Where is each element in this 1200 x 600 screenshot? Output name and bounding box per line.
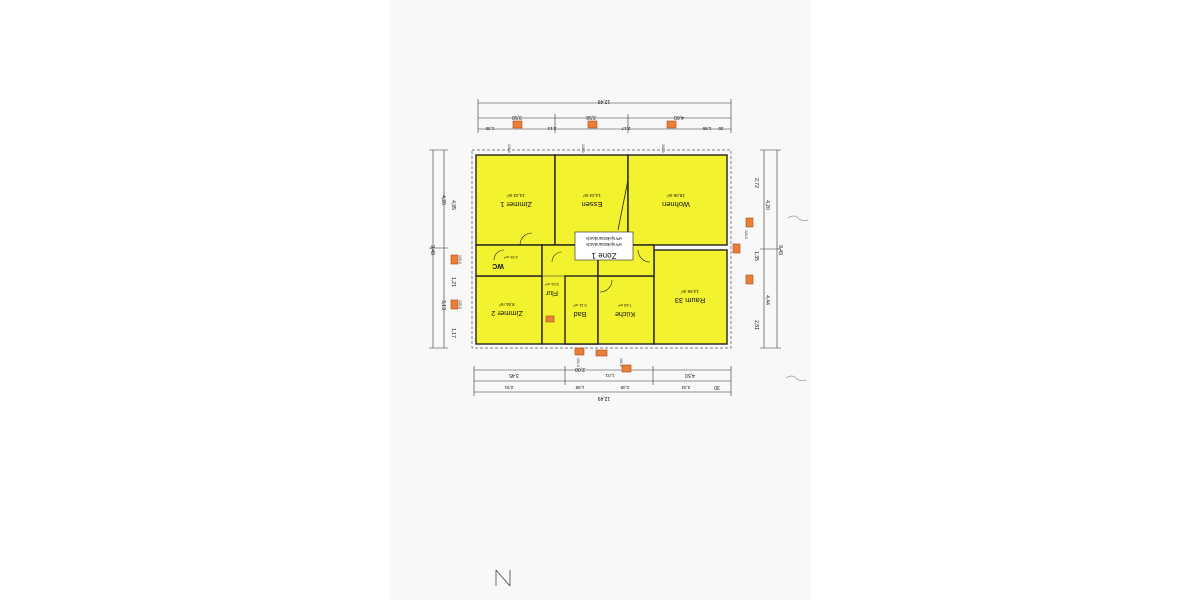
tag-top-2 [587,120,598,129]
tag-right-1 [745,217,754,228]
dim-top-small-3: 2,17 [621,126,630,131]
dim-left-seg-2: 4,20 [440,195,446,205]
dim-top-seg-3: 4,60 [674,114,684,120]
tag-top-3 [666,120,677,129]
dim-bottom-total: 12,49 [598,395,611,401]
svg-text:101,0: 101,0 [619,358,623,367]
dim-left-seg-1: 4,95 [450,200,456,210]
dim-top-seg-2: 3,56 [586,114,596,120]
tag-right-2 [732,243,741,254]
room-raum33-name: Raum 33 [675,296,705,305]
dim-right-seg-2: 2,72 [753,178,759,188]
tag-bottom-1 [574,347,585,356]
svg-text:125,0: 125,0 [458,255,462,264]
room-wc-area: 2,51 m² [504,255,518,260]
room-kueche-name: Küche [615,310,635,317]
tag-right-3 [745,274,754,285]
room-essen-name: Essen [582,200,603,209]
dim-top-small-4: 1,86 [702,126,711,131]
building-outline [471,149,732,349]
corner-mark [495,569,511,587]
room-wc-fill [475,244,543,277]
dim-top-small-1: 1,30 [485,126,494,131]
dim-bottom-small-2: 1,58 [575,385,584,390]
svg-text:101,0: 101,0 [576,358,580,367]
svg-text:120,0: 120,0 [744,230,748,239]
wall-accents [493,179,651,344]
zone-label: Zone 1 «Projektstandard» «Projektstandar… [574,231,634,261]
tag-left-2 [450,299,459,310]
zone-title: Zone 1 [591,251,616,260]
svg-text:126,0: 126,0 [581,144,585,153]
room-raum33-fill [653,249,728,345]
room-flur-area: 5,01 m² [545,282,559,287]
dimension-ticks [429,99,781,396]
room-bad-fill [564,275,599,345]
room-flur-name: Flur [545,289,558,296]
room-wohnen-fill [627,154,728,246]
dim-bottom-seg-1: 3,45 [509,372,519,378]
room-zimmer2-area: 8,91 m² [499,302,515,307]
dim-top-small-5: 30 [718,126,724,131]
room-essen-area: 14,24 m² [583,193,601,198]
room-zimmer1-area: 14,43 m² [507,193,525,198]
zone-subtitle-2: «Projektstandard» [585,236,622,241]
dim-top-total: 12,49 [598,98,611,104]
dim-left-seg-4: 1,21 [450,277,456,287]
dim-top-seg-1: 3,50 [512,114,522,120]
dim-bottom-seg-2: 2,00 [575,366,585,372]
dim-bottom-small-3: 1,01 [605,373,614,378]
dim-bottom-small-4: 2,49 [620,385,629,390]
room-wohnen-name: Wohnen [662,200,690,209]
tag-inner-1 [545,315,555,323]
dim-left-total: 9,49 [429,245,435,255]
tag-bottom-2 [595,349,608,357]
room-zimmer1-name: Zimmer 1 [500,200,532,209]
tag-left-1 [450,254,459,265]
svg-text:135,0: 135,0 [458,300,462,309]
zone-subtitle-1: «Projektstandard» [585,242,622,247]
room-bad-area: 5,11 m² [573,303,587,308]
tag-top-1 [512,120,523,129]
room-wohnen-area: 18,06 m² [667,193,685,198]
room-kueche-fill [597,275,655,345]
svg-text:201,0: 201,0 [661,144,665,153]
svg-text:130,0: 130,0 [507,144,511,153]
room-wc-name: WC [492,262,504,269]
dim-right-seg-3: 4,44 [764,295,770,305]
dim-bottom-small-5: 3,34 [681,385,690,390]
opening-tags [450,120,754,373]
room-bad-name: Bad [574,310,587,317]
opening-labels: 130,0 126,0 201,0 120,0 125,0 135,0 101,… [458,144,748,367]
rooms-fill [475,154,728,345]
dim-bottom-small-1: 2,91 [504,385,513,390]
scribble-2 [785,375,807,382]
room-essen-fill [554,154,629,246]
dim-left-seg-3: 3,13 [440,300,446,310]
dim-right-seg-4: 2,81 [753,320,759,330]
dim-bottom-seg-3: 4,50 [685,372,695,378]
room-zimmer1-fill [475,154,556,246]
dim-right-seg-5: 1,35 [753,251,759,261]
room-kueche-area: 7,63 m² [618,303,632,308]
dim-bottom-seg-4: 30 [714,384,720,390]
room-labels: Zimmer 1 14,43 m² Essen 14,24 m² Wohnen … [491,193,705,318]
dim-right-seg-1: 4,20 [764,200,770,210]
tag-bottom-3 [621,364,632,373]
room-raum33-area: 14,56 m² [681,289,699,294]
dim-right-total: 9,49 [777,245,783,255]
dim-top-small-2: 2,14 [547,126,556,131]
dim-left-seg-5: 1,17 [450,328,456,338]
room-zimmer2-name: Zimmer 2 [491,309,523,318]
scribble-1 [787,215,809,222]
